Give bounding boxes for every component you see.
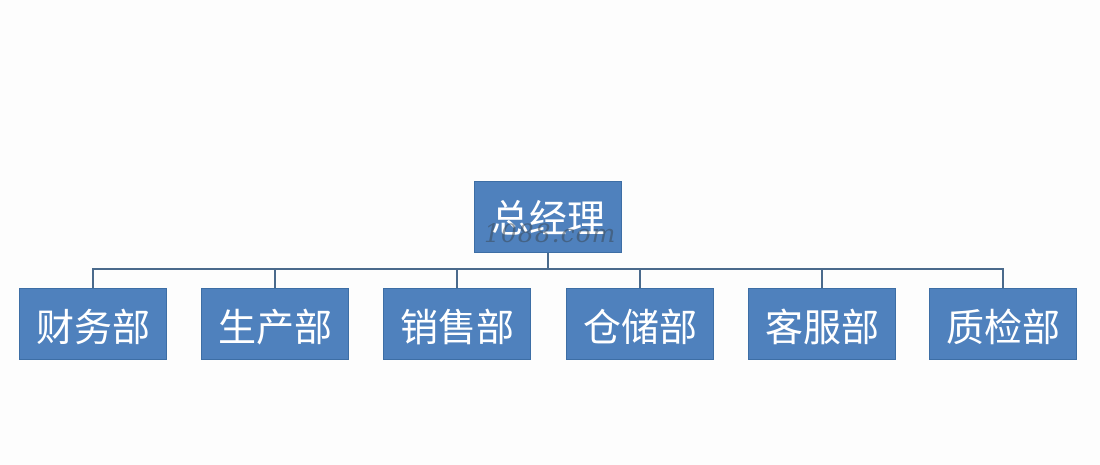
root-label: 总经理: [490, 196, 605, 241]
child-connector: [1002, 268, 1004, 288]
department-node: 生产部: [201, 288, 349, 360]
department-label: 财务部: [35, 305, 150, 350]
child-connector: [821, 268, 823, 288]
horizontal-connector: [92, 268, 1004, 270]
department-label: 生产部: [217, 305, 332, 350]
department-label: 质检部: [945, 305, 1060, 350]
root-node: 总经理: [474, 181, 622, 253]
department-node: 销售部: [383, 288, 531, 360]
child-connector: [639, 268, 641, 288]
department-node: 财务部: [19, 288, 167, 360]
child-connector: [92, 268, 94, 288]
department-node: 仓储部: [566, 288, 714, 360]
child-connector: [274, 268, 276, 288]
root-connector: [547, 253, 549, 269]
child-connector: [456, 268, 458, 288]
department-node: 质检部: [929, 288, 1077, 360]
department-label: 客服部: [764, 305, 879, 350]
department-label: 销售部: [399, 305, 514, 350]
department-label: 仓储部: [582, 305, 697, 350]
department-node: 客服部: [748, 288, 896, 360]
